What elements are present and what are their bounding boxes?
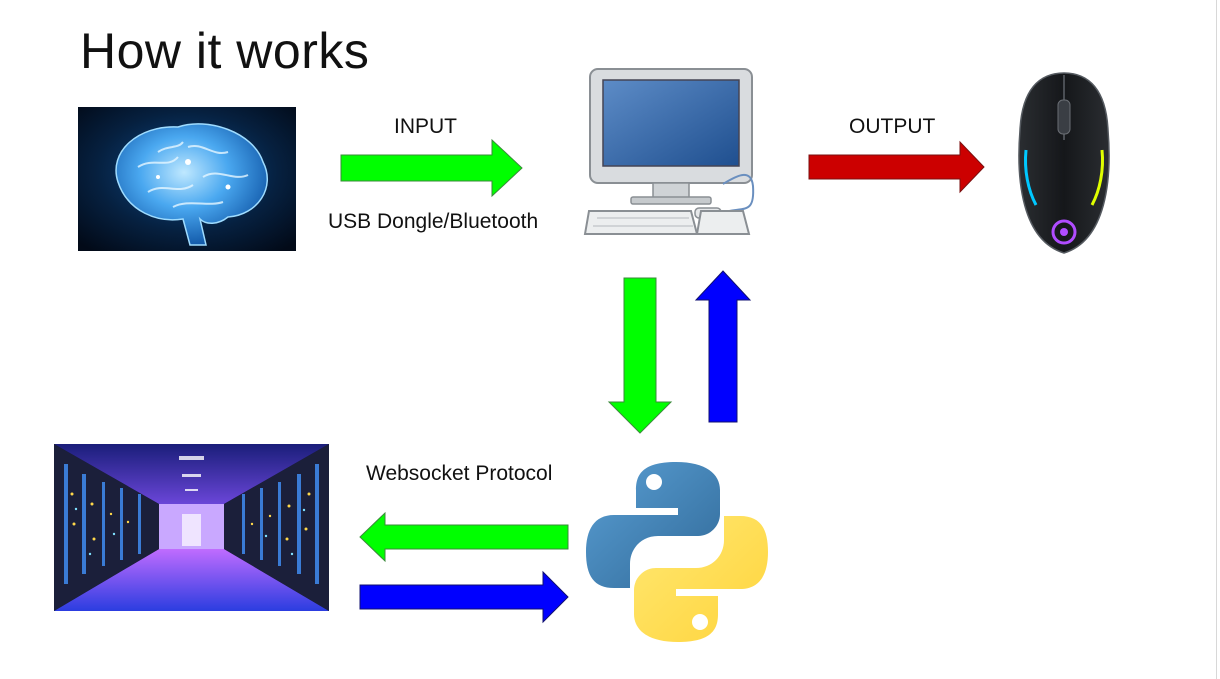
right-arrow-to-python — [359, 570, 569, 624]
output-arrow — [808, 140, 985, 194]
connection-label: USB Dongle/Bluetooth — [328, 210, 539, 233]
up-arrow-to-computer — [694, 270, 752, 423]
input-label: INPUT — [394, 115, 457, 138]
gaming-mouse-icon — [1014, 70, 1114, 256]
down-arrow-to-python — [607, 277, 673, 434]
slide-edge — [1216, 0, 1217, 679]
brain-image — [78, 107, 296, 251]
left-arrow-to-server — [359, 511, 569, 563]
server-room-image — [54, 444, 329, 611]
input-arrow — [340, 138, 523, 198]
protocol-label: Websocket Protocol — [366, 462, 553, 485]
python-logo-icon — [586, 460, 768, 644]
desktop-computer-icon — [583, 66, 758, 238]
output-label: OUTPUT — [849, 115, 936, 138]
slide-title: How it works — [80, 23, 370, 79]
